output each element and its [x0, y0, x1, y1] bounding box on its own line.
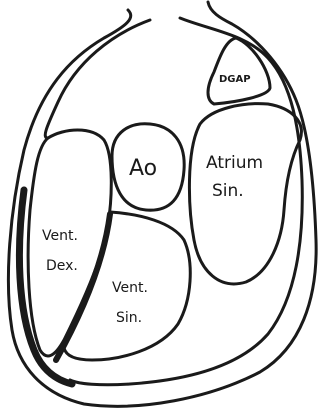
- atrium-label-line2: Sin.: [212, 181, 244, 201]
- vent-sin-label-line1: Vent.: [112, 280, 148, 296]
- atrium-label-line1: Atrium: [206, 153, 263, 173]
- vent-sin-label-line2: Sin.: [116, 310, 142, 326]
- aorta-label: Ao: [129, 156, 157, 181]
- vent-dex-label-line1: Vent.: [42, 228, 78, 244]
- outer-contour: [8, 2, 316, 406]
- left-atrium-contour: [189, 104, 301, 284]
- dgap-label: DGAP: [219, 74, 251, 85]
- inner-wall-contour: [45, 20, 150, 138]
- vent-dex-label-line2: Dex.: [46, 258, 78, 274]
